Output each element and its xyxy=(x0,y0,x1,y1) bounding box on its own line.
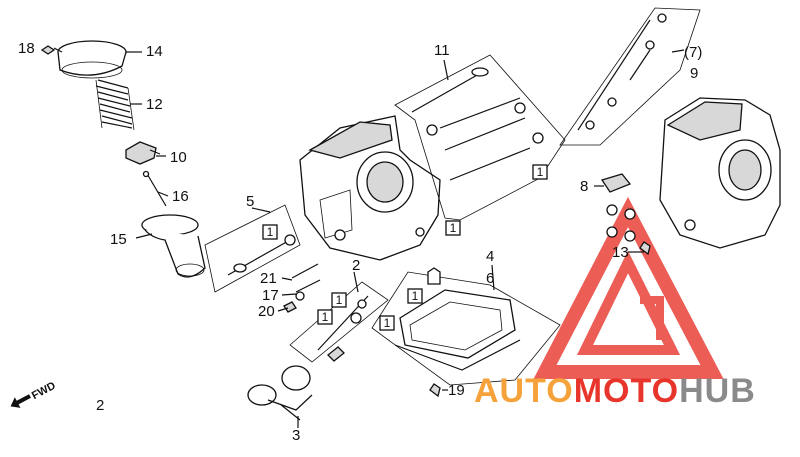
accelerator-pump-3 xyxy=(247,365,313,421)
watermark-text: AUTOMOTOHUB xyxy=(474,372,756,410)
group-11-frame xyxy=(394,54,566,221)
callout-14: 14 xyxy=(146,43,163,60)
throttle-stop-8 xyxy=(600,173,651,256)
boxed-ref-1g: 1 xyxy=(532,164,548,180)
callout-16: 16 xyxy=(172,188,189,205)
jet-needle-16 xyxy=(142,170,167,207)
carburetor-body-left xyxy=(299,115,441,261)
fwd-arrow-icon xyxy=(10,394,31,408)
callout-15: 15 xyxy=(110,231,127,248)
callout-19: 19 xyxy=(448,382,465,399)
group-7-frame xyxy=(559,7,701,146)
callout-5: 5 xyxy=(246,193,254,210)
callout-13: 13 xyxy=(612,244,629,261)
spring-12 xyxy=(95,79,135,131)
boxed-ref-label: 1 xyxy=(450,221,457,235)
diaphragm-piston-15 xyxy=(141,214,206,278)
callout-2-lower: 2 xyxy=(96,397,104,414)
callout-17: 17 xyxy=(262,287,279,304)
top-cover-14 xyxy=(57,40,127,79)
group-2-frame xyxy=(289,281,389,363)
callout-3: 3 xyxy=(292,427,300,444)
callout-8: 8 xyxy=(580,178,588,195)
callout-11: 11 xyxy=(434,42,450,59)
callout-18: 18 xyxy=(18,40,35,57)
boxed-ref-label: 1 xyxy=(537,165,544,179)
callout-10: 10 xyxy=(170,149,187,166)
boxed-ref-label: 1 xyxy=(412,289,419,303)
callout-6: 6 xyxy=(486,270,494,287)
callout-7: (7) xyxy=(684,44,702,61)
callout-9: 9 xyxy=(690,65,698,82)
boxed-ref-label: 1 xyxy=(322,310,329,324)
group-5-frame xyxy=(204,204,301,293)
callout-2-upper: 2 xyxy=(352,257,360,274)
boxed-ref-1e: 1 xyxy=(379,315,395,331)
leader-lines xyxy=(53,47,685,428)
boxed-ref-1a: 1 xyxy=(262,224,278,240)
boxed-ref-label: 1 xyxy=(267,225,274,239)
callout-12: 12 xyxy=(146,96,163,113)
boxed-ref-1d: 1 xyxy=(407,288,423,304)
callout-21: 21 xyxy=(260,270,277,287)
watermark-word: AUTOMOTOHUB xyxy=(474,372,756,410)
watermark-triangle-inner xyxy=(576,250,681,355)
boxed-ref-1b: 1 xyxy=(331,292,347,308)
needle-holder-10 xyxy=(125,141,161,165)
mixture-screw-21-17-20 xyxy=(283,263,321,313)
watermark-part-auto: AUTO xyxy=(474,372,574,410)
fwd-indicator: FWD xyxy=(10,380,58,408)
watermark-logo xyxy=(533,196,724,379)
watermark-triangle-outer xyxy=(533,196,724,379)
watermark-part-hub: HUB xyxy=(679,372,756,410)
watermark-part-moto: MOTO xyxy=(574,372,679,410)
boxed-ref-1f: 1 xyxy=(445,220,461,236)
boxed-ref-label: 1 xyxy=(336,293,343,307)
watermark-g-mark xyxy=(640,296,664,340)
float-bowl-frame xyxy=(371,267,561,398)
screw-18 xyxy=(40,45,56,55)
callout-20: 20 xyxy=(258,303,275,320)
fwd-label: FWD xyxy=(30,380,58,402)
boxed-ref-1c: 1 xyxy=(317,309,333,325)
carburetor-body-right xyxy=(659,97,781,249)
callout-4: 4 xyxy=(486,248,494,265)
boxed-ref-label: 1 xyxy=(384,316,391,330)
